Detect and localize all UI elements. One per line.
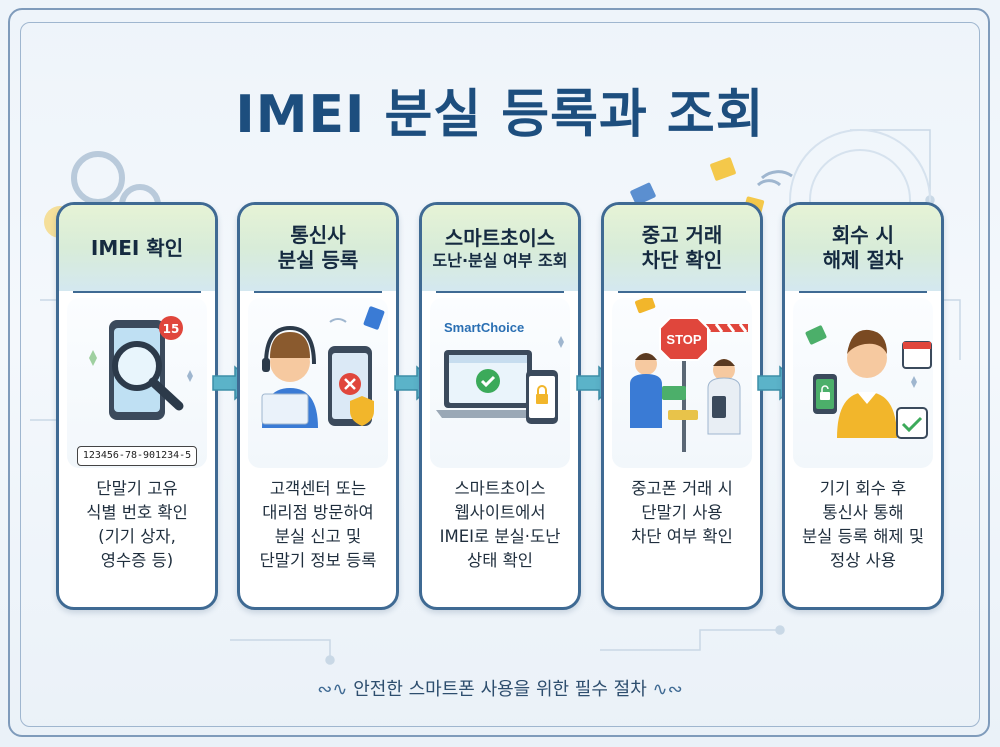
step-illustration: 15 123456-78-901234-5 bbox=[67, 298, 207, 468]
desc-line: 대리점 방문하여 bbox=[262, 503, 374, 522]
step-heading: 통신사 분실 등록 bbox=[240, 205, 396, 291]
desc-line: 단말기 정보 등록 bbox=[259, 551, 377, 570]
swirl-left-icon: ∾∿ bbox=[317, 679, 348, 700]
desc-line: (기기 상자, bbox=[98, 527, 176, 546]
step-heading-line: 차단 확인 bbox=[641, 248, 723, 272]
notification-badge: 15 bbox=[163, 322, 180, 336]
desc-line: 통신사 통해 bbox=[822, 503, 904, 522]
divider bbox=[799, 291, 927, 293]
divider bbox=[436, 291, 564, 293]
inner-frame bbox=[20, 22, 980, 727]
step-heading-line: 중고 거래 bbox=[641, 223, 723, 247]
desc-line: 정상 사용 bbox=[830, 551, 896, 570]
page-title: IMEI 분실 등록과 조회 bbox=[235, 85, 765, 145]
footer-caption: ∾∿ 안전한 스마트폰 사용을 위한 필수 절차 ∿∾ bbox=[0, 675, 1000, 701]
desc-line: 영수증 등) bbox=[100, 551, 174, 570]
step-heading-line: 해제 절차 bbox=[822, 248, 904, 272]
step-heading: IMEI 확인 bbox=[59, 205, 215, 291]
desc-line: 중고폰 거래 시 bbox=[631, 479, 733, 498]
desc-line: IMEI로 분실·도난 bbox=[439, 527, 561, 546]
step-description: 스마트초이스 웹사이트에서 IMEI로 분실·도난 상태 확인 bbox=[422, 477, 578, 573]
step-description: 고객센터 또는 대리점 방문하여 분실 신고 및 단말기 정보 등록 bbox=[240, 477, 396, 573]
divider bbox=[254, 291, 382, 293]
imei-number-label: 123456-78-901234-5 bbox=[77, 446, 197, 466]
step-description: 중고폰 거래 시 단말기 사용 차단 여부 확인 bbox=[604, 477, 760, 549]
step-illustration: SmartChoice bbox=[430, 298, 570, 468]
swirl-right-icon: ∿∾ bbox=[652, 679, 683, 700]
step-heading-line: 도난·분실 여부 조회 bbox=[432, 250, 568, 270]
divider bbox=[73, 291, 201, 293]
desc-line: 단말기 사용 bbox=[641, 503, 723, 522]
laptop-check-icon bbox=[436, 336, 564, 424]
step-illustration: STOP bbox=[612, 298, 752, 468]
step-heading: 스마트초이스 도난·분실 여부 조회 bbox=[422, 205, 578, 291]
smartchoice-logo: SmartChoice bbox=[444, 320, 525, 335]
divider bbox=[618, 291, 746, 293]
step-card-imei-check: IMEI 확인 15 123456-78-901234-5 단말기 고유 식별 … bbox=[56, 202, 218, 610]
step-heading-line: 통신사 bbox=[290, 223, 346, 247]
step-heading-line: IMEI 확인 bbox=[90, 235, 184, 260]
desc-line: 식별 번호 확인 bbox=[86, 503, 188, 522]
step-description: 단말기 고유 식별 번호 확인 (기기 상자, 영수증 등) bbox=[59, 477, 215, 573]
desc-line: 웹사이트에서 bbox=[454, 503, 546, 522]
step-illustration bbox=[248, 298, 388, 468]
phone-magnifier-icon: 15 bbox=[89, 316, 193, 420]
desc-line: 상태 확인 bbox=[467, 551, 533, 570]
stop-sign-label: STOP bbox=[666, 332, 701, 347]
desc-line: 차단 여부 확인 bbox=[631, 527, 733, 546]
desc-line: 분실 등록 해제 및 bbox=[802, 527, 924, 546]
desc-line: 기기 회수 후 bbox=[819, 479, 907, 498]
desc-line: 단말기 고유 bbox=[96, 479, 178, 498]
step-card-release-procedure: 회수 시 해제 절차 기기 회수 후 통신사 통해 분실 등록 해제 및 정상 … bbox=[782, 202, 944, 610]
step-heading: 회수 시 해제 절차 bbox=[785, 205, 941, 291]
step-heading: 중고 거래 차단 확인 bbox=[604, 205, 760, 291]
desc-line: 스마트초이스 bbox=[454, 479, 546, 498]
stop-sign-trade-icon: STOP bbox=[630, 298, 748, 452]
person-unlocked-phone-icon bbox=[805, 325, 932, 439]
step-heading-line: 회수 시 bbox=[831, 223, 895, 247]
footer-text: 안전한 스마트폰 사용을 위한 필수 절차 bbox=[353, 679, 647, 700]
step-card-used-trade-check: 중고 거래 차단 확인 STOP 중고폰 거래 시 단말기 사용 차단 여부 확… bbox=[601, 202, 763, 610]
step-description: 기기 회수 후 통신사 통해 분실 등록 해제 및 정상 사용 bbox=[785, 477, 941, 573]
step-card-smartchoice-lookup: 스마트초이스 도난·분실 여부 조회 SmartChoice 스마트초이스 웹사… bbox=[419, 202, 581, 610]
call-center-agent-icon bbox=[261, 306, 385, 428]
step-heading-line: 스마트초이스 bbox=[444, 225, 556, 250]
step-card-carrier-register: 통신사 분실 등록 고객센터 또는 대리점 방문하여 분실 신고 및 단말기 정… bbox=[237, 202, 399, 610]
outer-frame bbox=[8, 8, 990, 737]
desc-line: 분실 신고 및 bbox=[274, 527, 362, 546]
step-heading-line: 분실 등록 bbox=[277, 248, 359, 272]
desc-line: 고객센터 또는 bbox=[269, 479, 367, 498]
step-illustration bbox=[793, 298, 933, 468]
